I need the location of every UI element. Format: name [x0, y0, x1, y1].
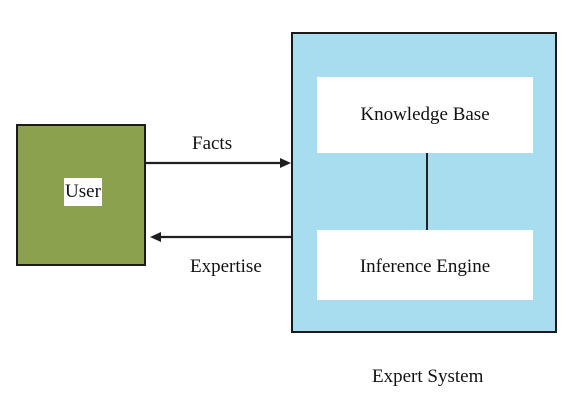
facts-label: Facts	[192, 133, 233, 154]
facts-arrow	[146, 158, 291, 168]
expert-system-label: Expert System	[372, 366, 484, 387]
inference-engine-box: Inference Engine	[317, 230, 533, 300]
expertise-arrow	[150, 232, 291, 242]
user-box: User	[16, 124, 146, 266]
expert-system-box: Knowledge Base Inference Engine	[291, 32, 557, 333]
knowledge-base-box: Knowledge Base	[317, 77, 533, 153]
expertise-label: Expertise	[190, 256, 262, 277]
user-label: User	[64, 178, 102, 206]
kb-ie-connector	[426, 153, 428, 230]
